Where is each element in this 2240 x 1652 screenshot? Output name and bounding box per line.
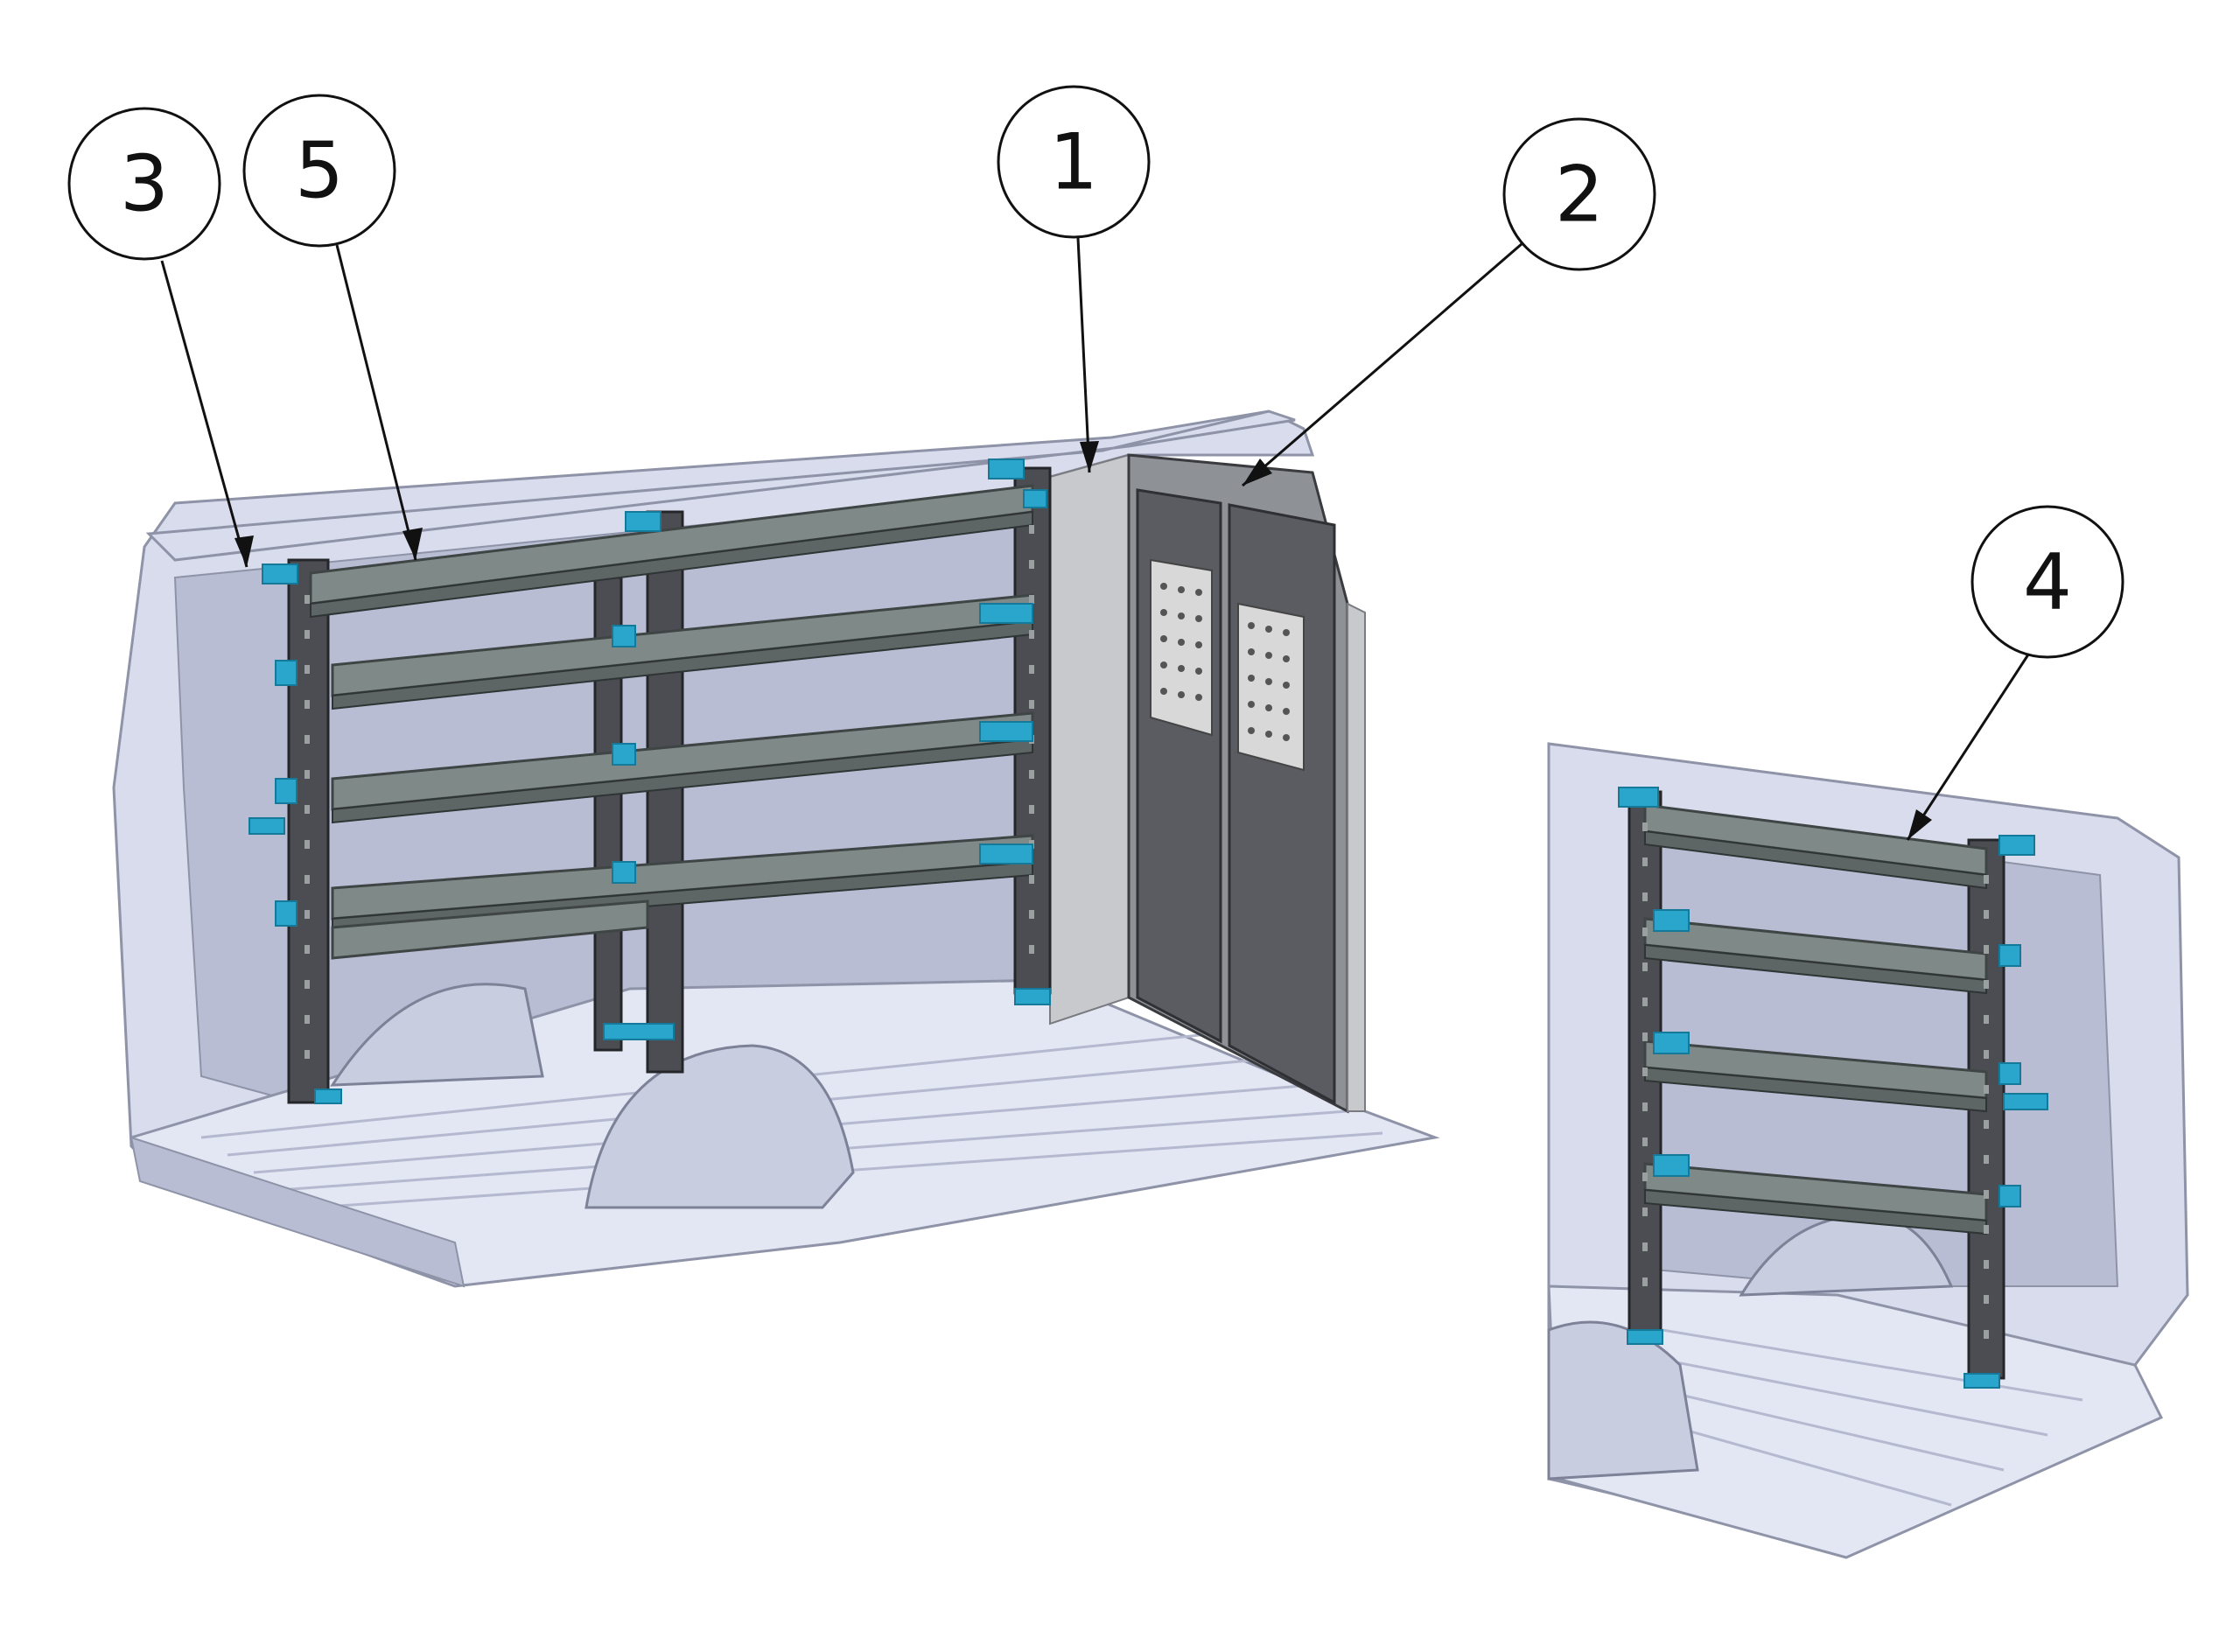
inset-van-view: [1547, 742, 2189, 1559]
arrow-head-4: [1908, 809, 1932, 840]
leader-lines: [160, 237, 2032, 841]
callout-4-label: 4: [2023, 537, 2072, 627]
callout-4: 4: [1970, 505, 2124, 659]
callout-1-label: 1: [1049, 117, 1098, 207]
leader-4: [1906, 651, 2032, 841]
mesh-holes: [1160, 583, 1290, 741]
shelf-brackets: [248, 458, 1051, 1104]
callout-3: 3: [67, 107, 221, 261]
callout-bubbles: 3 5 1 2 4: [67, 85, 2124, 659]
inset-upright-holes: [1642, 822, 1989, 1339]
shelf-upright-rear: [287, 558, 330, 1104]
partition-edge-post: [1347, 602, 1366, 1112]
partition-mesh-window-right: [1237, 602, 1305, 772]
shelf-upright-middle: [646, 510, 684, 1074]
main-van-view: [112, 410, 1440, 1288]
callout-1: 1: [997, 85, 1151, 239]
shelf-level-3-lip: [332, 738, 1033, 824]
arrow-head-3: [234, 536, 254, 567]
van-rear-sill: [130, 1136, 466, 1288]
rear-wheel-well: [330, 983, 544, 1087]
leader-5: [335, 244, 417, 561]
shelf-levels: [309, 484, 1034, 960]
shelf-level-5: [331, 900, 649, 960]
callout-5: 5: [242, 94, 396, 248]
partition-right-panel: [1228, 503, 1336, 1105]
arrow-head-2: [1242, 458, 1272, 486]
inset-shelf-level-2-lip: [1644, 943, 1987, 995]
callout-5-label: 5: [295, 126, 344, 216]
callout-2-label: 2: [1555, 150, 1604, 240]
arrow-head-1: [1080, 441, 1099, 472]
front-wheel-well: [584, 1044, 855, 1209]
inset-shelf-level-1-lip: [1644, 830, 1987, 890]
leader-3: [160, 260, 248, 568]
leader-1: [1076, 237, 1091, 473]
inset-shelf-brackets: [1618, 787, 2048, 1389]
leader-2: [1242, 242, 1523, 487]
van-roof-rail: [145, 410, 1296, 562]
callout-3-label: 3: [120, 139, 169, 229]
callout-2: 2: [1502, 117, 1656, 271]
arrow-head-5: [402, 528, 423, 560]
partition-side-wing: [1049, 453, 1130, 1026]
